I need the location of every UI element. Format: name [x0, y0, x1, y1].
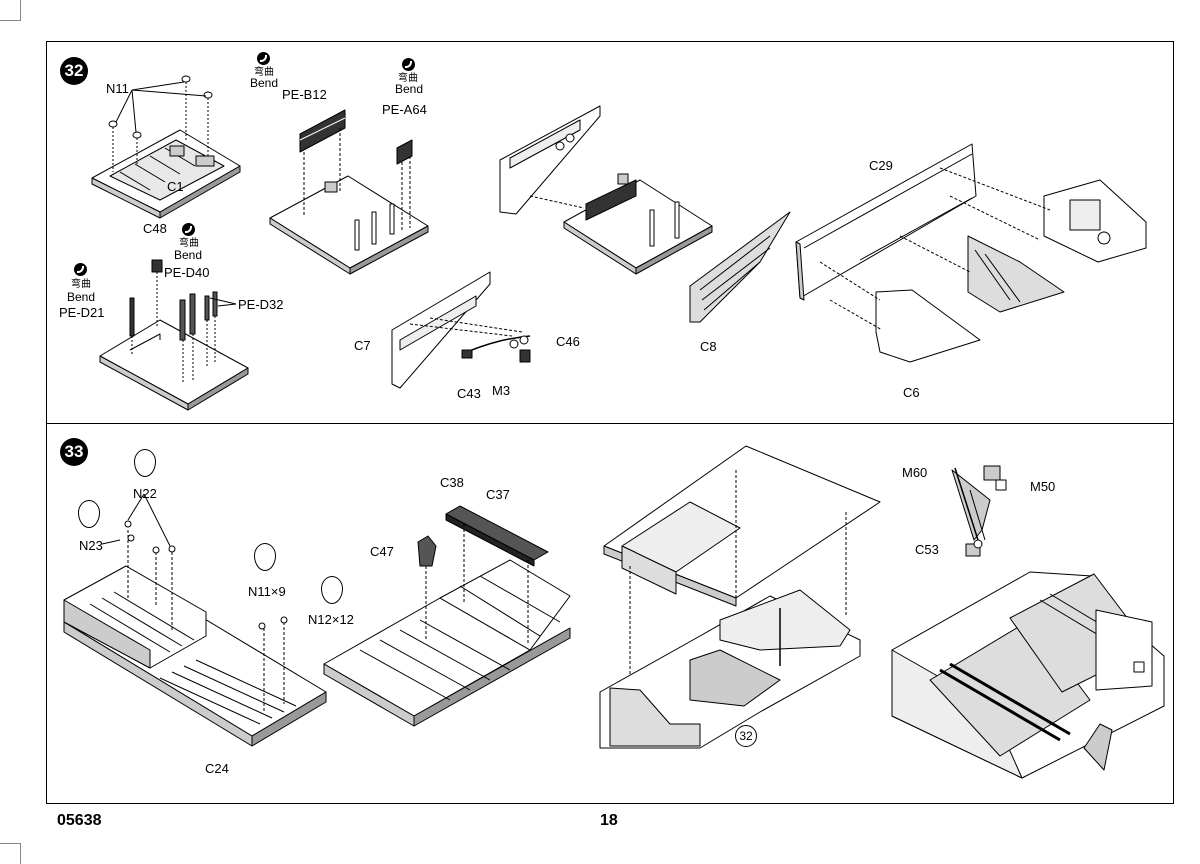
n11-part-bubble [254, 543, 276, 571]
label-c53: C53 [915, 542, 939, 557]
label-bend-en-1: Bend [250, 76, 279, 90]
label-pe-d40: PE-D40 [164, 265, 210, 280]
label-n22: N22 [133, 486, 157, 501]
part-pe-d-deck [99, 259, 249, 411]
label-c8: C8 [700, 339, 717, 354]
part-upper-deck-cover [603, 445, 881, 686]
step-32-reference: 32 [735, 725, 757, 747]
bend-icon-pe-d21 [74, 263, 87, 276]
label-c1: C1 [167, 179, 184, 194]
label-n11: N11 [106, 81, 129, 96]
label-pe-a64: PE-A64 [382, 102, 427, 117]
label-bend-cn-3: 弯曲 [179, 238, 199, 249]
bend-icon-pe-a64 [402, 58, 415, 71]
label-c48: C48 [143, 221, 167, 236]
part-c37-deck [323, 505, 571, 727]
label-bend-cn-2: 弯曲 [398, 73, 418, 84]
label-m50: M50 [1030, 479, 1056, 494]
n22-part-bubble [134, 449, 156, 477]
label-c29: C29 [869, 158, 893, 173]
label-bend-en-4: Bend [67, 290, 96, 304]
part-m60-m50-c53 [951, 465, 1007, 557]
label-c6: C6 [903, 385, 920, 400]
step-33-badge: 33 [60, 438, 88, 466]
label-c38: C38 [440, 475, 464, 490]
part-pe-b12-deck [269, 109, 429, 275]
bend-icon-pe-b12 [257, 52, 270, 65]
bend-icon-pe-d40 [182, 223, 195, 236]
part-c29-c6-walls [795, 143, 1147, 363]
label-pe-b12: PE-B12 [282, 87, 327, 102]
part-c1-tray [91, 129, 241, 219]
part-c24-pins [124, 520, 288, 630]
label-n11x9: N11×9 [248, 584, 286, 599]
instruction-frame [46, 41, 1174, 804]
label-c47: C47 [370, 544, 394, 559]
label-m60: M60 [902, 465, 928, 480]
page-number: 18 [600, 812, 618, 829]
label-pe-d21: PE-D21 [59, 305, 105, 320]
part-lower-hull-32 [599, 589, 861, 749]
part-final-assembly [891, 571, 1165, 779]
label-pe-d32: PE-D32 [238, 297, 284, 312]
label-n23: N23 [79, 538, 103, 553]
crop-mark-bottom-left [0, 843, 21, 864]
label-bend-en-3: Bend [174, 248, 203, 262]
label-c46: C46 [556, 334, 580, 349]
part-c8-deck [499, 105, 791, 323]
n23-part-bubble [78, 500, 100, 528]
part-n11-pins [108, 75, 213, 172]
crop-mark-top-left [0, 0, 21, 21]
step-divider [46, 423, 1174, 424]
label-bend-en-2: Bend [395, 82, 424, 96]
n12-part-bubble [321, 576, 343, 604]
label-c43: C43 [457, 386, 481, 401]
label-bend-cn-1: 弯曲 [254, 67, 274, 78]
label-m3: M3 [492, 383, 511, 398]
catalog-number: 05638 [57, 812, 102, 829]
label-c24: C24 [205, 761, 229, 776]
part-c7-wall [391, 271, 531, 389]
part-c24-hull [63, 493, 327, 747]
label-c37: C37 [486, 487, 510, 502]
label-c7: C7 [354, 338, 371, 353]
label-n12x12: N12×12 [308, 612, 354, 627]
label-bend-cn-4: 弯曲 [71, 279, 91, 290]
step-32-badge: 32 [60, 57, 88, 85]
